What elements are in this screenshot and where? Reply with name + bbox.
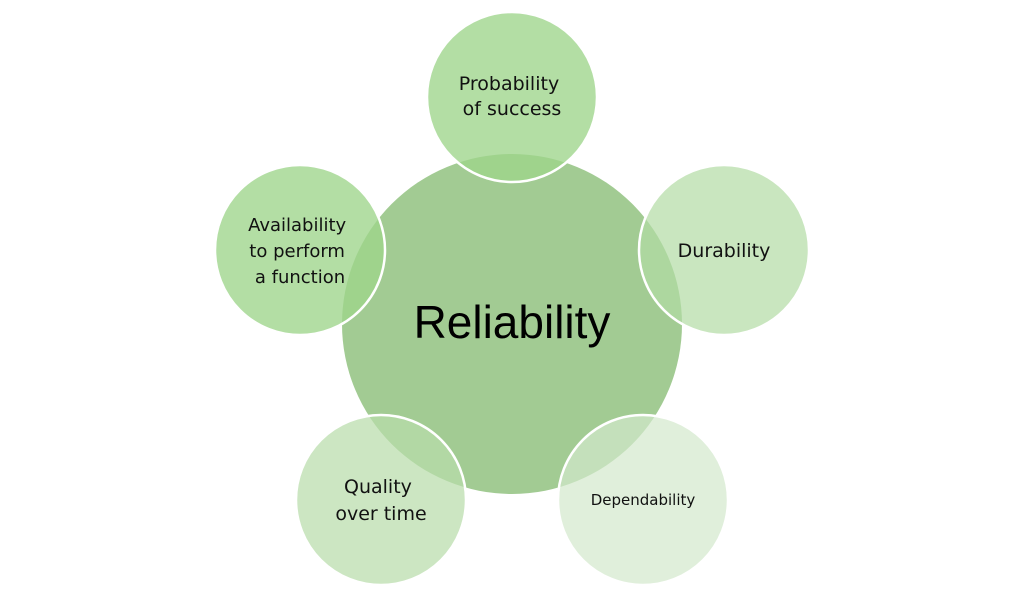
node-durability: Durability xyxy=(637,163,811,337)
node-circle-left xyxy=(213,163,387,337)
node-label-line: of success xyxy=(463,98,562,120)
node-quality-over-time: Quality over time xyxy=(294,413,468,587)
node-label-line: Durability xyxy=(678,240,771,262)
node-probability-of-success: Probability of success xyxy=(425,10,599,184)
node-circle-top xyxy=(425,10,599,184)
node-dependability: Dependability xyxy=(556,413,730,587)
node-label-line: Probability xyxy=(459,73,559,95)
center-circle-reliability xyxy=(342,154,682,494)
node-label-bottom-left: Quality over time xyxy=(335,476,426,525)
node-label-line: to perform xyxy=(249,241,345,262)
node-label-line: over time xyxy=(335,503,426,525)
node-label-line: a function xyxy=(255,267,345,288)
node-label-top: Probability of success xyxy=(459,73,565,120)
node-label-bottom-right: Dependability xyxy=(591,491,696,509)
center-label: Reliability xyxy=(414,296,611,348)
node-circle-bottom-right xyxy=(556,413,730,587)
node-label-line: Availability xyxy=(248,215,346,236)
node-label-line: Dependability xyxy=(591,491,696,509)
node-circle-right xyxy=(637,163,811,337)
node-availability: Availability to perform a function xyxy=(213,163,387,337)
node-label-right: Durability xyxy=(678,240,771,262)
node-label-line: Quality xyxy=(344,476,412,498)
node-circle-bottom-left xyxy=(294,413,468,587)
node-label-left: Availability to perform a function xyxy=(248,215,352,288)
